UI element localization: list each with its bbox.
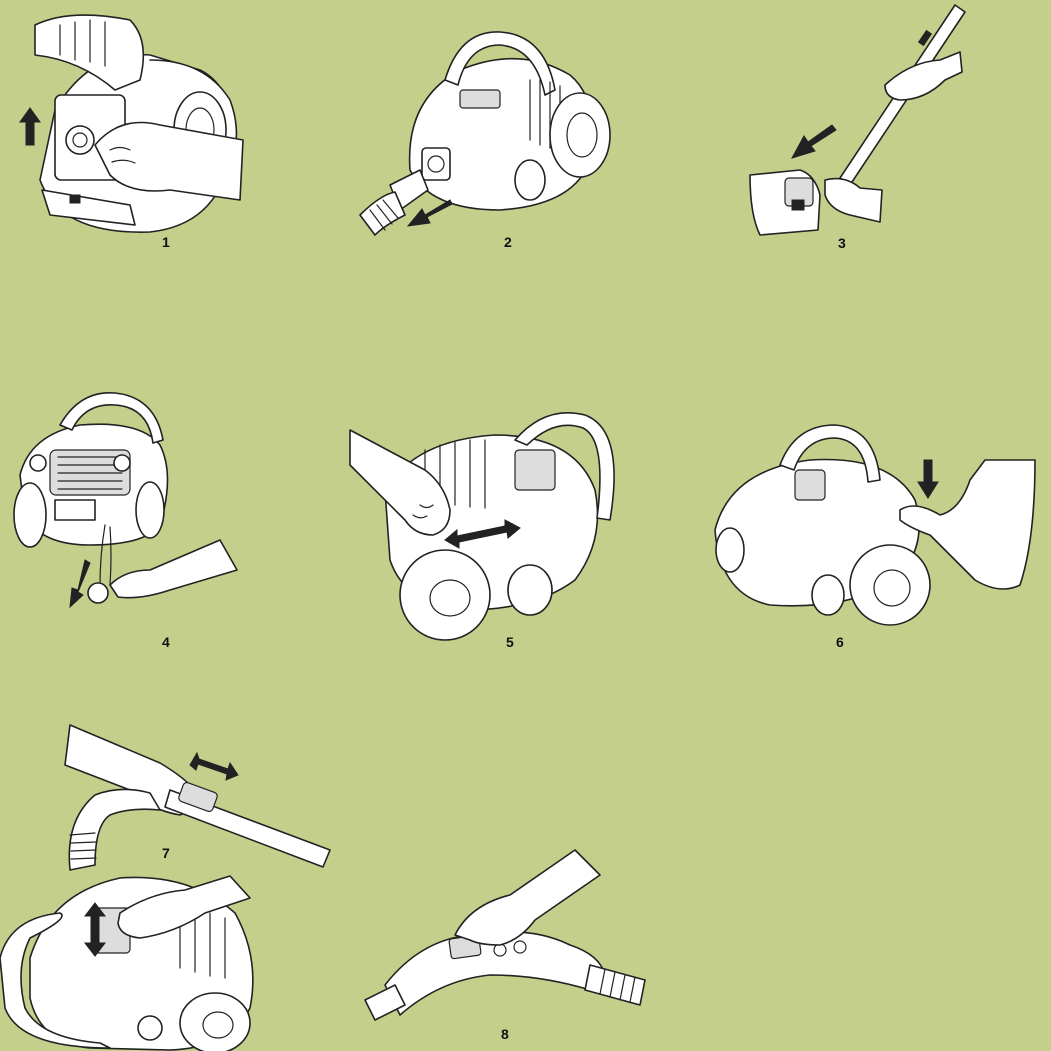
step-number: 2 <box>504 235 512 249</box>
step-number: 4 <box>162 635 170 649</box>
arrow-down-left-icon <box>792 125 836 158</box>
arrow-down-left-icon <box>408 200 452 226</box>
step-5-panel: 5 <box>345 410 635 655</box>
step-7b-panel <box>0 868 270 1051</box>
arrow-up-icon <box>20 108 40 145</box>
step-number: 8 <box>501 1027 509 1041</box>
arrow-down-left-icon <box>70 560 90 607</box>
step-number: 6 <box>836 635 844 649</box>
step-3-panel: 3 <box>740 0 980 260</box>
step-number: 1 <box>162 235 170 249</box>
step-6-panel: 6 <box>700 420 1040 655</box>
step-2-panel: 2 <box>350 20 620 260</box>
arrow-down-icon <box>918 460 938 498</box>
handle-suction-control-illustration <box>360 845 660 1025</box>
open-lid-replace-bag-illustration <box>0 0 260 240</box>
double-arrow-icon <box>190 753 238 780</box>
switch-on-illustration <box>345 410 635 635</box>
step-number: 7 <box>162 846 170 860</box>
step-number: 3 <box>838 236 846 250</box>
hose-removal-illustration <box>350 20 620 240</box>
power-cord-pull-illustration <box>0 385 250 630</box>
step-4-panel: 4 <box>0 385 250 655</box>
step-7-panel: 7 <box>40 725 340 875</box>
step-number: 5 <box>506 635 514 649</box>
floor-nozzle-attach-illustration <box>740 0 980 245</box>
step-8-panel: 8 <box>360 845 660 1045</box>
telescopic-tube-adjust-illustration <box>40 725 340 875</box>
cord-rewind-press-illustration <box>700 420 1040 625</box>
step-1-panel: 1 <box>0 0 260 260</box>
power-slider-adjust-illustration <box>0 868 270 1051</box>
